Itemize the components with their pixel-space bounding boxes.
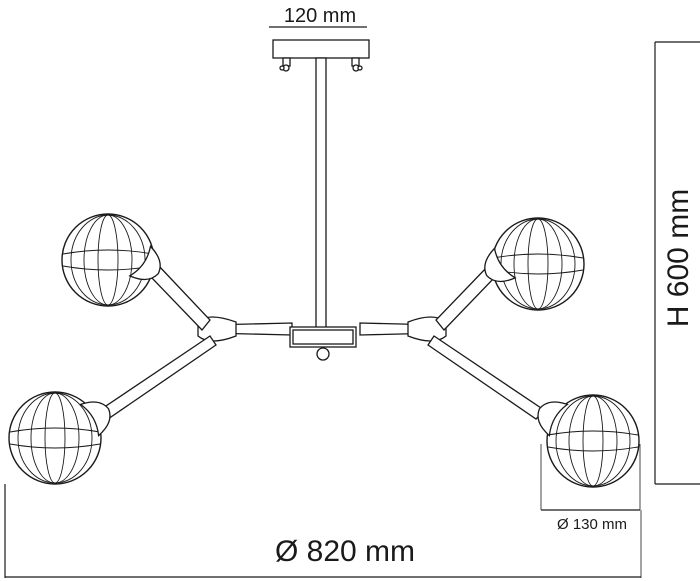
right-arm-assembly xyxy=(359,265,545,420)
shade-lower-left xyxy=(8,391,119,485)
canopy-width-dimension: 120 mm xyxy=(269,5,367,28)
central-hub xyxy=(289,326,357,361)
overall-diameter-label: Ø 820 mm xyxy=(275,535,415,568)
height-dimension: H 600 mm xyxy=(654,41,700,485)
shade-diameter-dimension: Ø 130 mm xyxy=(540,444,641,533)
suspension-rod xyxy=(315,57,327,329)
shade-upper-left xyxy=(61,213,170,307)
canopy-width-label: 120 mm xyxy=(284,5,356,27)
left-arm-assembly xyxy=(99,263,293,420)
overall-diameter-dimension: Ø 820 mm xyxy=(4,484,642,578)
height-label: H 600 mm xyxy=(662,189,695,327)
shade-lower-right xyxy=(529,392,640,488)
shade-diameter-label: Ø 130 mm xyxy=(557,516,627,533)
shade-upper-right xyxy=(475,217,585,311)
ceiling-canopy xyxy=(272,39,370,72)
